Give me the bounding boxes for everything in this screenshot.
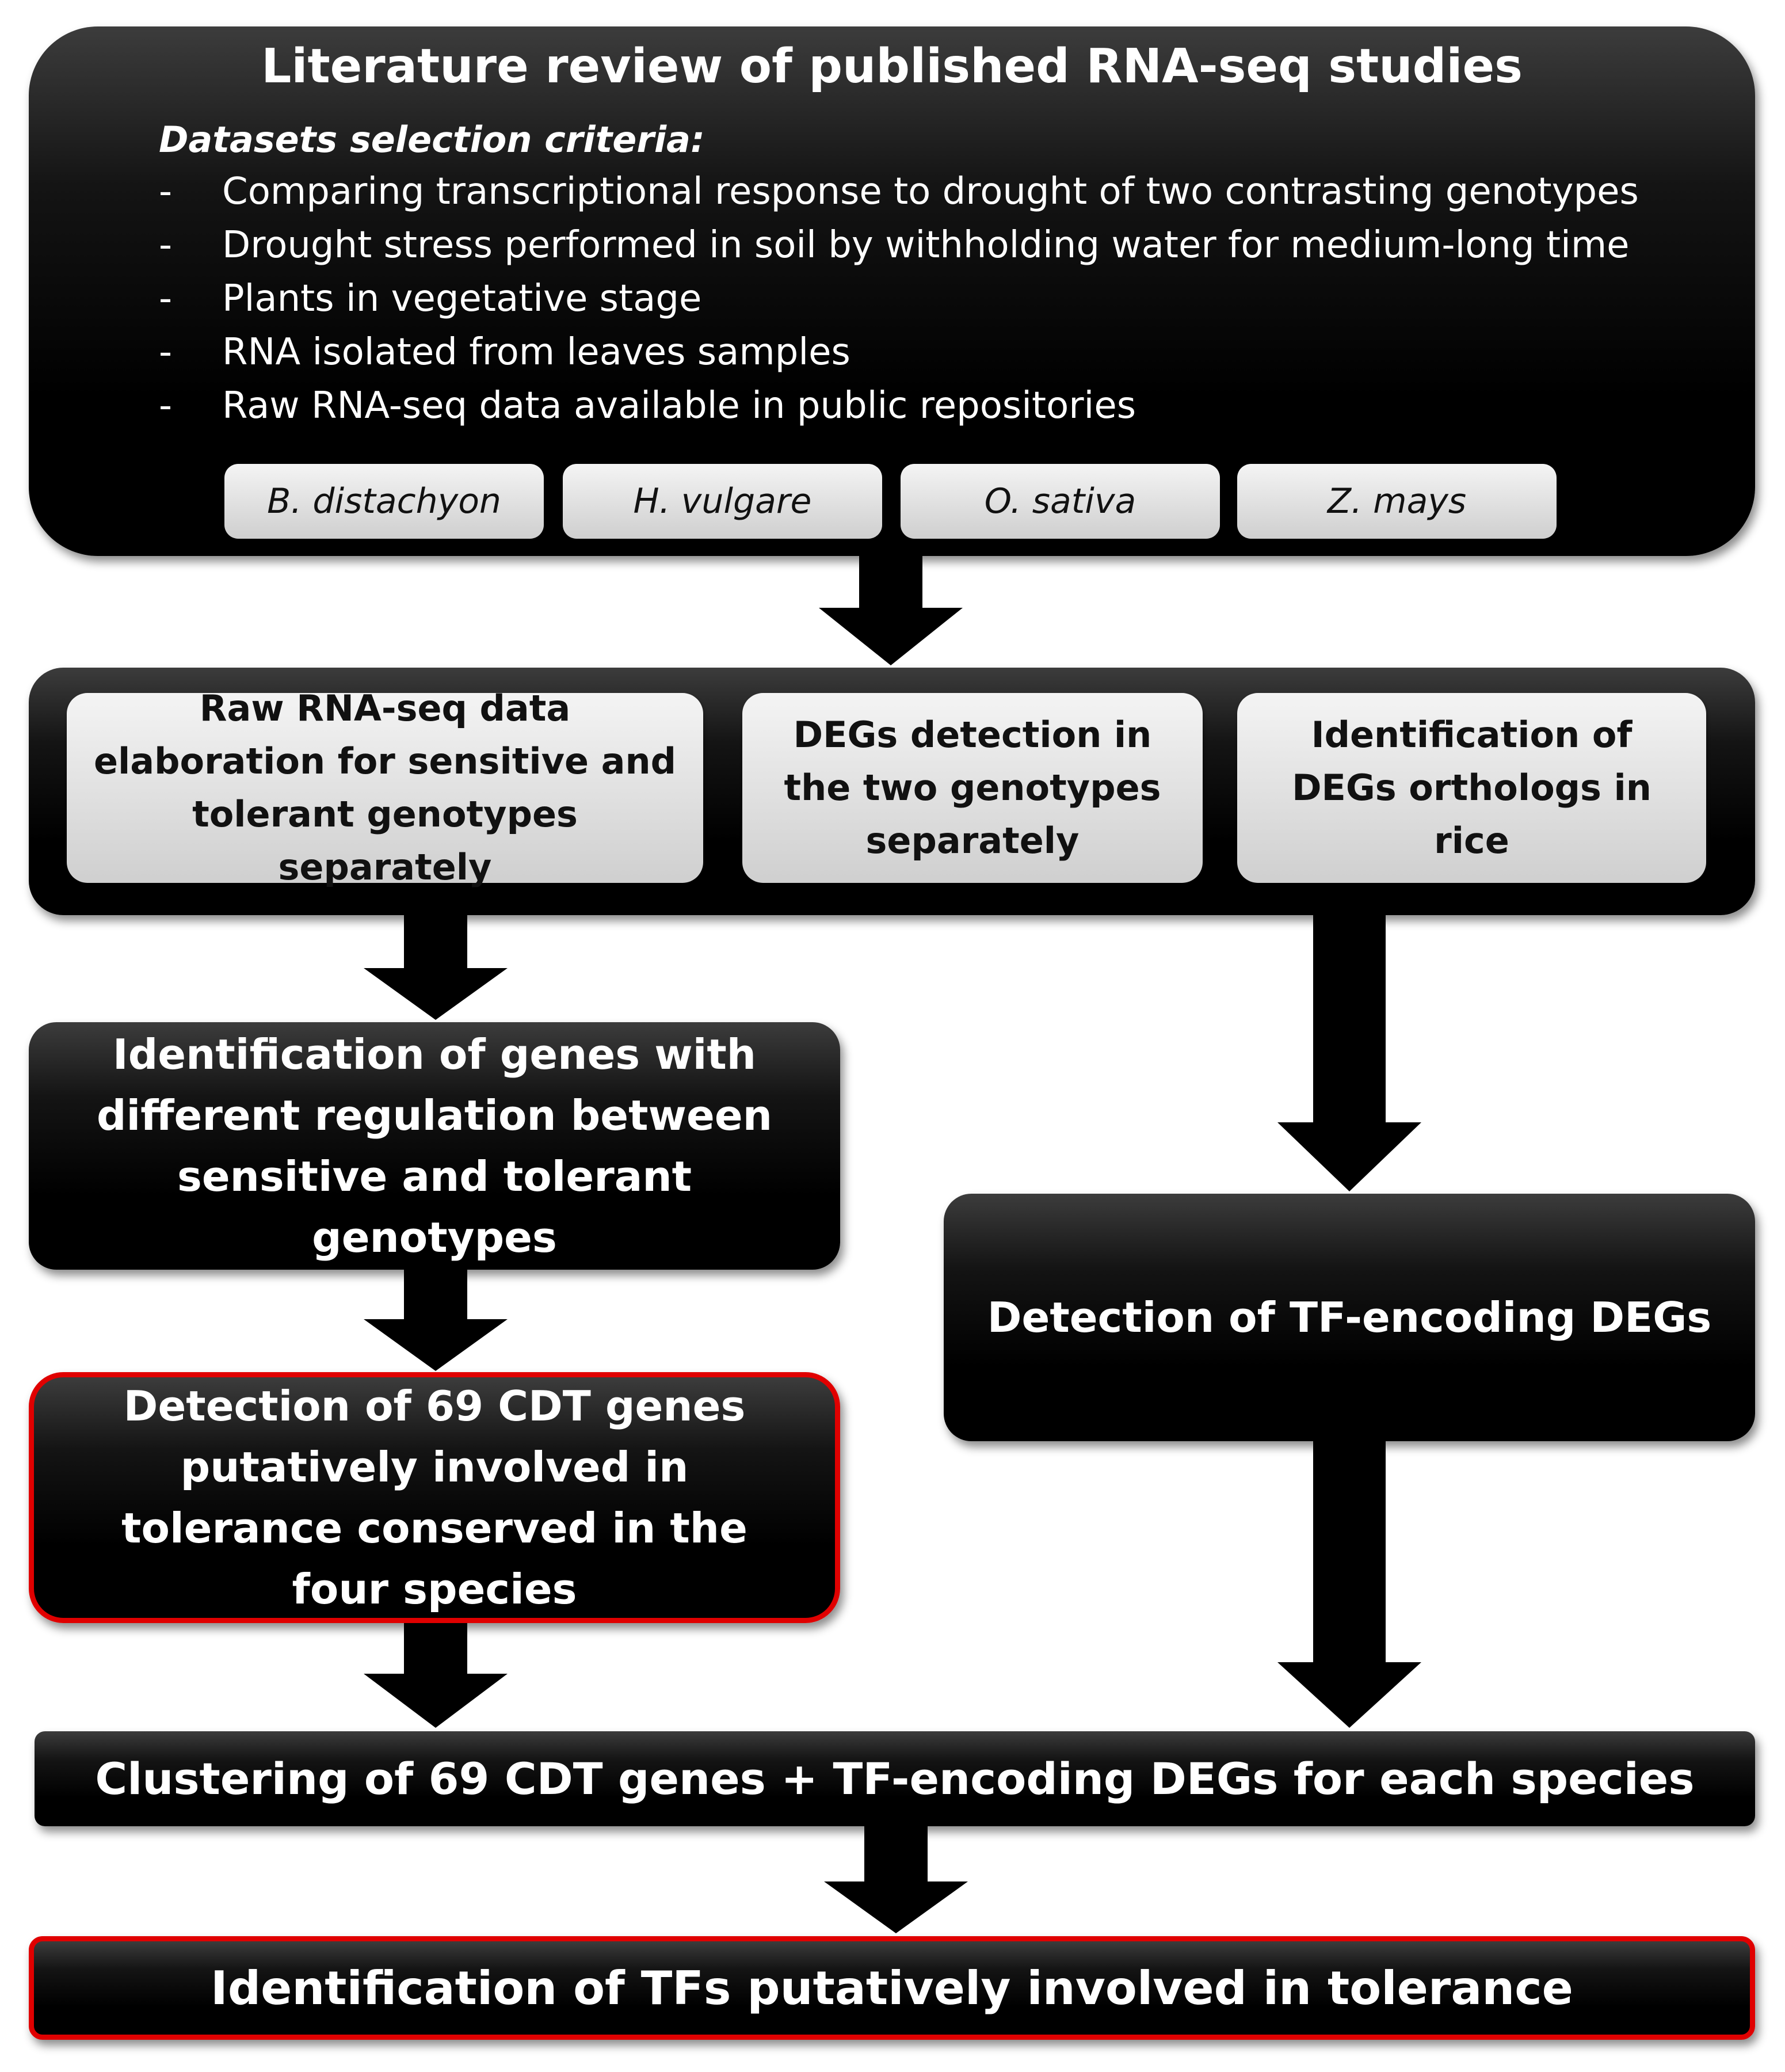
down-arrow-icon (364, 1623, 508, 1728)
final-tf-identification-text: Identification of TFs putatively involve… (211, 1961, 1573, 2015)
step-degs-orthologs: Identification of DEGs orthologs in rice (1237, 693, 1706, 883)
criteria-item: -Drought stress performed in soil by wit… (159, 224, 1630, 266)
criteria-item: -RNA isolated from leaves samples (159, 331, 850, 374)
species-box-b-distachyon: B. distachyon (224, 464, 544, 539)
final-tf-identification-box: Identification of TFs putatively involve… (29, 1936, 1755, 2040)
down-arrow-icon (364, 915, 508, 1020)
diff-regulation-text: Identification of genes with different r… (97, 1030, 772, 1262)
tf-detection-text: Detection of TF-encoding DEGs (987, 1293, 1712, 1342)
down-arrow-icon (364, 1270, 508, 1371)
cdt-detection-box: Detection of 69 CDT genes putatively inv… (29, 1372, 840, 1623)
criteria-item: -Raw RNA-seq data available in public re… (159, 384, 1136, 427)
criteria-item: -Comparing transcriptional response to d… (159, 170, 1639, 213)
clustering-box: Clustering of 69 CDT genes + TF-encoding… (35, 1731, 1755, 1826)
tf-detection-box: Detection of TF-encoding DEGs (944, 1194, 1755, 1441)
criteria-title: Datasets selection criteria: (159, 119, 705, 161)
down-arrow-icon (819, 556, 963, 665)
species-box-h-vulgare: H. vulgare (563, 464, 882, 539)
processing-box: Raw RNA-seq data elaboration for sensiti… (29, 668, 1755, 915)
clustering-text: Clustering of 69 CDT genes + TF-encoding… (95, 1753, 1695, 1804)
down-arrow-icon (824, 1826, 968, 1933)
criteria-item: -Plants in vegetative stage (159, 277, 702, 320)
literature-review-box: Literature review of published RNA-seq s… (29, 26, 1755, 556)
species-box-o-sativa: O. sativa (901, 464, 1220, 539)
down-arrow-icon (1277, 1441, 1421, 1728)
cdt-detection-text: Detection of 69 CDT genes putatively inv… (121, 1382, 747, 1613)
step-degs-detection: DEGs detection in the two genotypes sepa… (742, 693, 1203, 883)
species-box-z-mays: Z. mays (1237, 464, 1557, 539)
down-arrow-icon (1277, 915, 1421, 1191)
step-raw-data-elaboration: Raw RNA-seq data elaboration for sensiti… (67, 687, 703, 888)
literature-review-title: Literature review of published RNA-seq s… (261, 39, 1523, 94)
diff-regulation-box: Identification of genes with different r… (29, 1022, 840, 1270)
